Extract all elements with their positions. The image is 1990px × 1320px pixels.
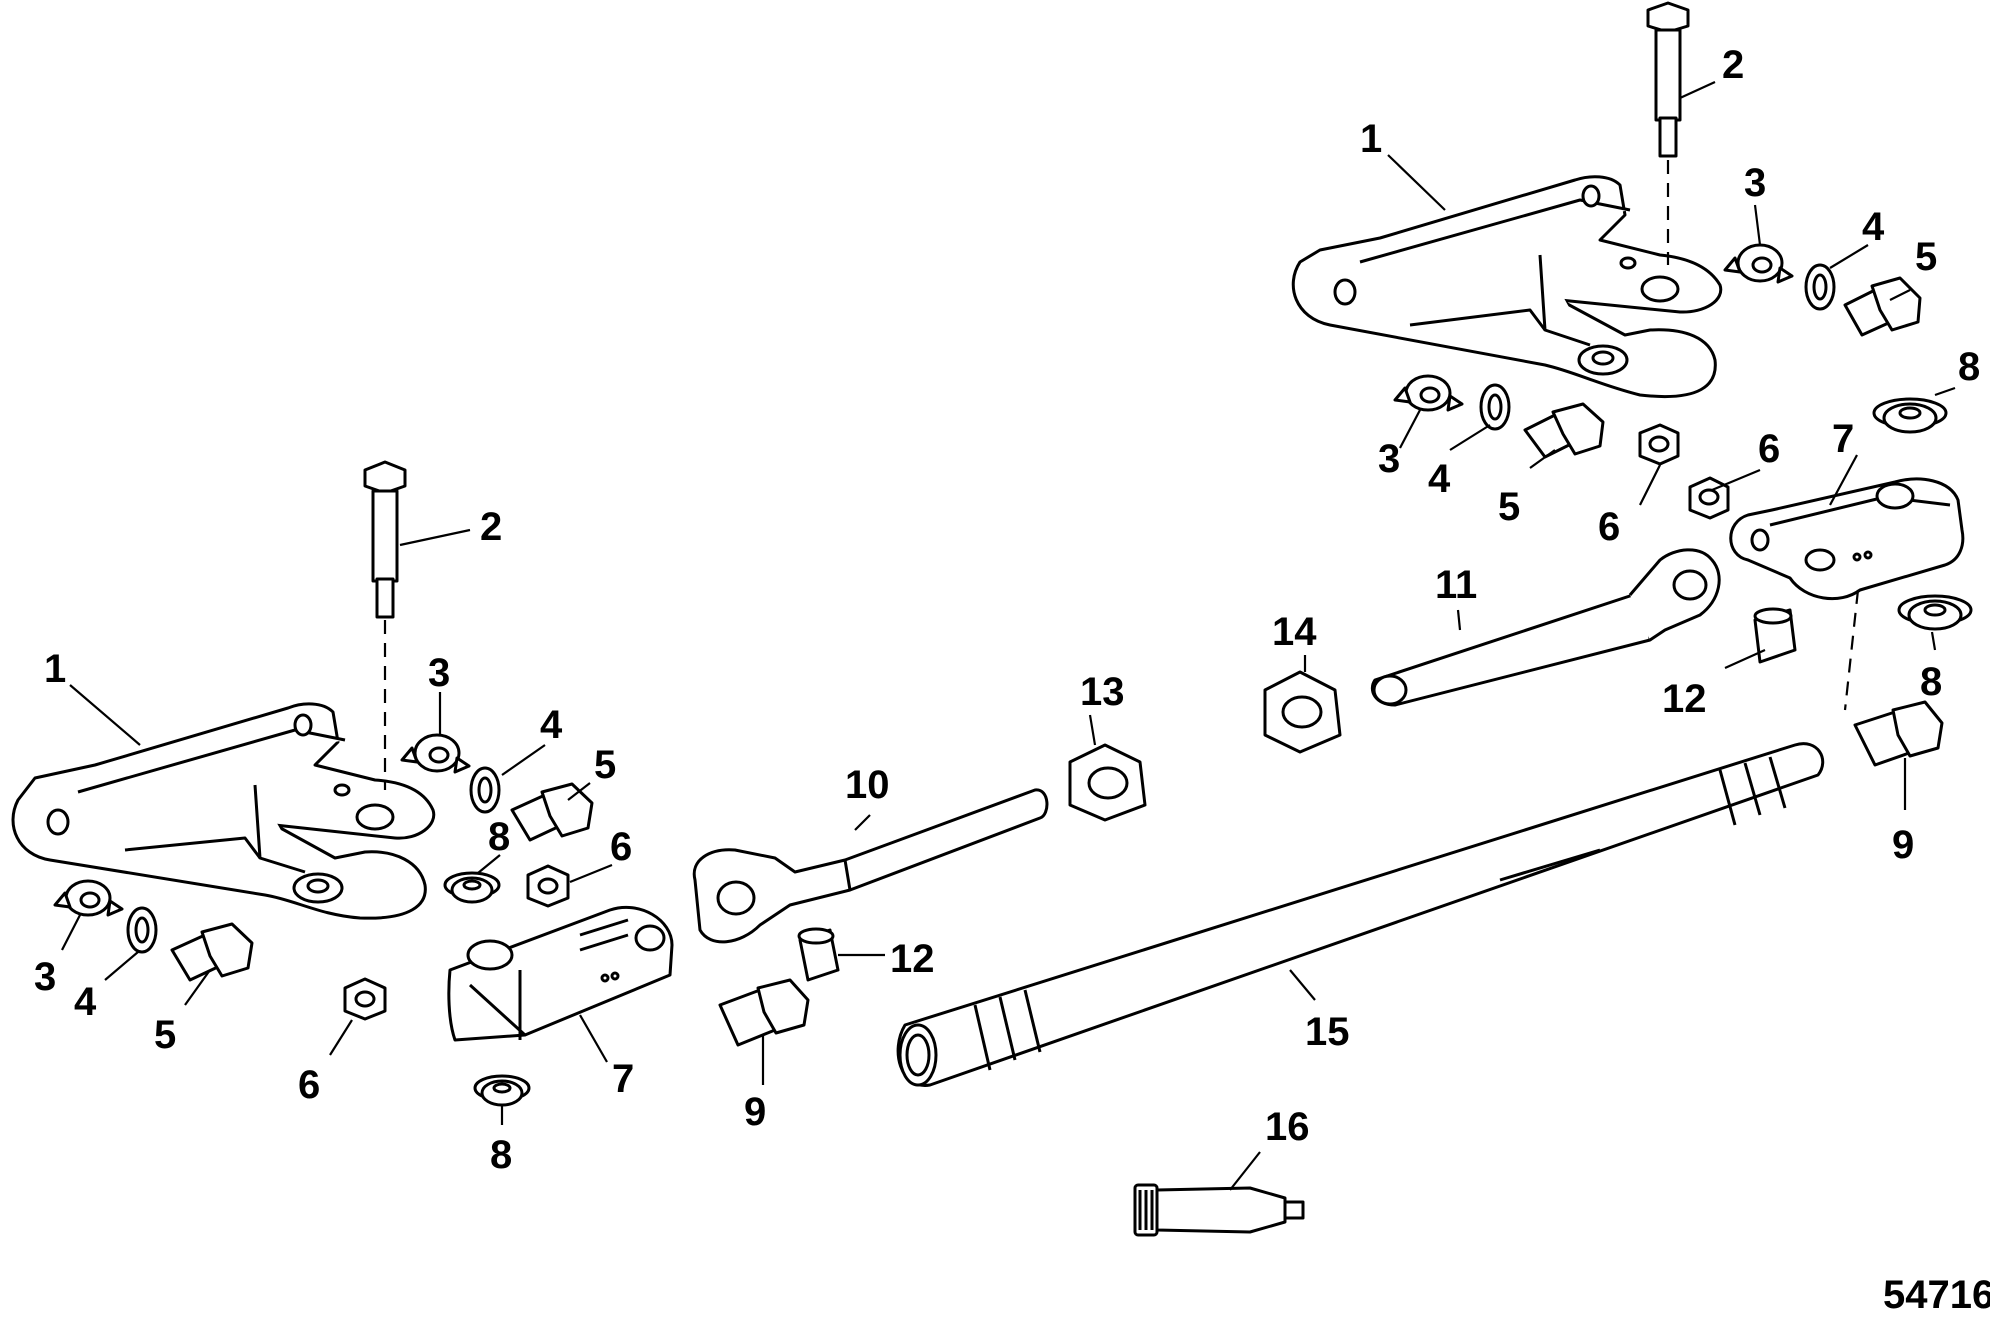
- callout-16: 16: [1265, 1105, 1310, 1149]
- bushing-top-a: [1872, 397, 1948, 434]
- grease-tube: [1133, 1183, 1305, 1237]
- steering-arm-left: [11, 702, 436, 920]
- screw-top-b: [1523, 402, 1605, 459]
- callout-4: 4: [74, 980, 97, 1024]
- callout-4: 4: [1862, 205, 1885, 249]
- callout-1: 1: [1360, 117, 1382, 161]
- washer-top-b: [1479, 383, 1511, 431]
- callout-5: 5: [594, 743, 616, 787]
- nut-left-b: [343, 977, 387, 1021]
- callout-7: 7: [612, 1057, 634, 1101]
- callout-5: 5: [154, 1013, 176, 1057]
- callout-2: 2: [1722, 43, 1744, 87]
- jam-nut-left: [1068, 743, 1147, 822]
- tie-bar-clevis-top: [1729, 477, 1965, 601]
- bushing-left-a: [443, 871, 501, 904]
- callout-4: 4: [540, 703, 563, 747]
- callout-5: 5: [1498, 485, 1520, 529]
- bushing-left-b: [473, 1074, 531, 1107]
- washer-left-b: [126, 906, 158, 954]
- callout-1: 1: [44, 647, 66, 691]
- tab-washer-left-a: [400, 733, 471, 774]
- callout-12: 12: [890, 937, 935, 981]
- callout-3: 3: [34, 955, 56, 999]
- screw-left-a: [510, 782, 594, 842]
- screw-top-a: [1843, 276, 1922, 337]
- callout-14: 14: [1272, 610, 1317, 654]
- callout-8: 8: [490, 1133, 512, 1177]
- callout-6: 6: [610, 825, 632, 869]
- bolt-top: [1646, 1, 1690, 158]
- callout-9: 9: [744, 1090, 766, 1134]
- nut-top-a: [1638, 423, 1680, 466]
- spacer-left: [797, 927, 840, 982]
- callout-11: 11: [1435, 563, 1477, 607]
- tie-bar-clevis-left: [447, 905, 674, 1042]
- callout-6: 6: [298, 1063, 320, 1107]
- callout-12: 12: [1662, 677, 1707, 721]
- leader-lines: [61, 80, 1956, 1191]
- callout-3: 3: [1744, 161, 1766, 205]
- callout-5: 5: [1915, 235, 1937, 279]
- bolt-left: [363, 460, 407, 619]
- callouts: 1 2 3 4 5 8 3 4 5 6 6 7 11 14 12 8 9 1 2…: [34, 43, 1990, 1317]
- callout-6: 6: [1598, 505, 1620, 549]
- screw-left-b: [170, 922, 254, 982]
- callout-8: 8: [1958, 345, 1980, 389]
- screw-left-c: [718, 978, 810, 1047]
- spacer-top: [1753, 607, 1797, 664]
- tab-washer-left-b: [53, 879, 124, 917]
- callout-2: 2: [480, 505, 502, 549]
- tab-washer-top-a: [1723, 243, 1794, 284]
- washer-left-a: [469, 766, 501, 814]
- jam-nut-large: [1263, 670, 1342, 754]
- dash-clevis-top: [1843, 589, 1860, 711]
- callout-3: 3: [428, 651, 450, 695]
- tie-bar-tube: [896, 742, 1825, 1087]
- callout-13: 13: [1080, 670, 1125, 714]
- tie-bar-end-top: [1370, 548, 1721, 707]
- nut-left-a: [526, 864, 570, 908]
- callout-8: 8: [488, 815, 510, 859]
- bushing-top-b: [1897, 594, 1973, 631]
- callout-7: 7: [1832, 417, 1854, 461]
- callout-3: 3: [1378, 437, 1400, 481]
- tie-bar-end-left: [692, 788, 1049, 944]
- callout-8: 8: [1920, 660, 1942, 704]
- figure-number: 54716: [1883, 1273, 1990, 1317]
- callout-15: 15: [1305, 1010, 1350, 1054]
- callout-9: 9: [1892, 823, 1914, 867]
- nut-top-b: [1688, 476, 1730, 520]
- steering-arm-top: [1291, 175, 1723, 399]
- screw-right: [1853, 700, 1944, 767]
- callout-4: 4: [1428, 457, 1451, 501]
- callout-6: 6: [1758, 427, 1780, 471]
- tab-washer-top-b: [1393, 374, 1464, 412]
- washer-top-a: [1804, 263, 1836, 311]
- callout-10: 10: [845, 763, 890, 807]
